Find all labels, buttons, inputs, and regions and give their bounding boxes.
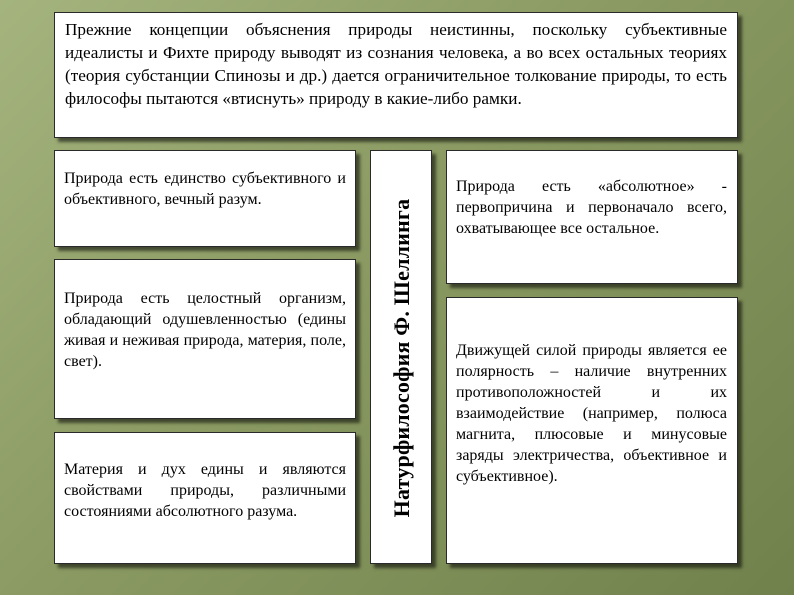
right-box-polarity: Движущей силой природы является ее поляр…: [446, 297, 738, 564]
left-box-matter-spirit: Материя и дух едины и являются свойствам…: [54, 432, 356, 564]
left-box-matter-spirit-text: Материя и дух едины и являются свойствам…: [64, 461, 346, 520]
center-title-box: Натурфилософия Ф. Шеллинга: [370, 150, 432, 564]
intro-text: Прежние концепции объяснения природы неи…: [65, 20, 727, 108]
center-title: Натурфилософия Ф. Шеллинга: [389, 198, 414, 518]
right-box-absolute-text: Природа есть «абсолютное» - первопричина…: [456, 178, 727, 237]
left-box-unity: Природа есть единство субъективного и об…: [54, 150, 356, 247]
right-box-polarity-text: Движущей силой природы является ее поляр…: [456, 342, 727, 485]
left-box-organism: Природа есть целостный организм, обладаю…: [54, 259, 356, 419]
intro-text-box: Прежние концепции объяснения природы неи…: [54, 12, 738, 138]
left-box-organism-text: Природа есть целостный организм, обладаю…: [64, 290, 346, 370]
left-box-unity-text: Природа есть единство субъективного и об…: [64, 170, 346, 208]
right-box-absolute: Природа есть «абсолютное» - первопричина…: [446, 150, 738, 284]
